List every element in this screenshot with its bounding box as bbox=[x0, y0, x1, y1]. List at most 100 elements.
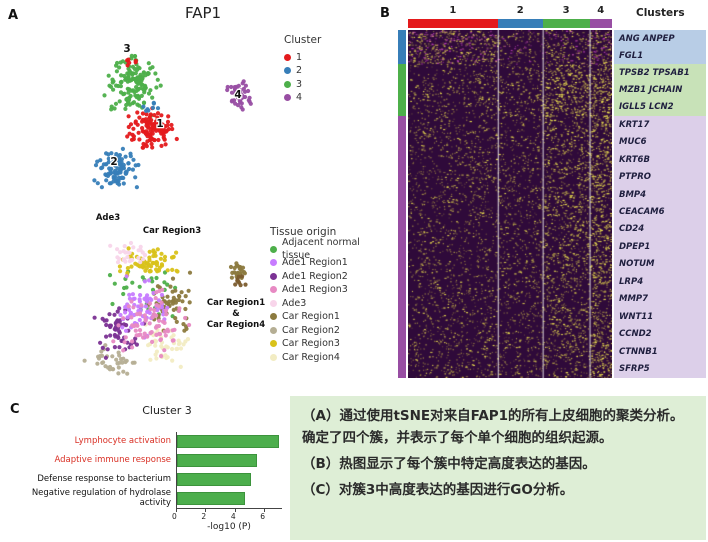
caption-paragraph: （C）对簇3中高度表达的基因进行GO分析。 bbox=[302, 481, 574, 498]
legend-item: Ade1 Region1 bbox=[270, 256, 376, 270]
tsne-point bbox=[108, 333, 113, 338]
panel-c-label: C bbox=[10, 402, 20, 417]
tsne-point bbox=[236, 95, 241, 100]
tsne-point bbox=[103, 162, 108, 167]
tsne-point bbox=[123, 171, 128, 176]
tsne-point bbox=[144, 112, 149, 117]
tsne-point bbox=[163, 333, 168, 338]
legend-item: Car Region3 bbox=[270, 337, 376, 351]
legend-color-dot bbox=[284, 80, 291, 88]
tsne-point bbox=[141, 87, 146, 92]
heatmap-row-group-strip bbox=[398, 30, 406, 378]
row-group-strip-segment bbox=[398, 64, 406, 116]
tsne-point bbox=[181, 322, 186, 327]
tsne-point bbox=[184, 326, 189, 331]
tsne-point bbox=[140, 76, 145, 81]
tsne-point bbox=[111, 179, 116, 184]
go-bar-row: Lymphocyte activation bbox=[4, 432, 290, 451]
tsne-point bbox=[153, 296, 158, 301]
tsne-point bbox=[166, 114, 171, 119]
gene-label: FGL1 bbox=[619, 50, 644, 61]
tsne-point bbox=[148, 357, 153, 362]
tsne-point bbox=[174, 250, 179, 255]
tsne-point bbox=[99, 166, 104, 171]
tsne-point bbox=[165, 294, 170, 299]
tsne-point bbox=[173, 316, 178, 321]
legend-color-dot bbox=[270, 272, 277, 280]
tsne-point bbox=[246, 98, 251, 103]
tsne-point bbox=[133, 175, 138, 180]
tsne-point bbox=[137, 312, 143, 317]
tsne-point bbox=[145, 139, 150, 144]
tsne-point bbox=[133, 336, 138, 341]
tsne-point bbox=[185, 337, 191, 342]
tsne-point bbox=[229, 84, 234, 90]
tsne-point bbox=[159, 121, 164, 126]
legend-color-dot bbox=[270, 313, 277, 321]
tsne-point bbox=[153, 71, 158, 76]
tsne-point bbox=[130, 257, 135, 263]
legend-color-dot bbox=[270, 299, 277, 307]
tsne-point bbox=[154, 332, 159, 337]
gene-label: MZB1 JCHAIN bbox=[619, 84, 683, 95]
tsne-point bbox=[230, 98, 235, 103]
tsne-point bbox=[152, 137, 157, 142]
tsne-point bbox=[117, 182, 122, 187]
legend-item-label: 1 bbox=[296, 51, 303, 63]
tsne-point bbox=[178, 346, 184, 351]
heatmap-cluster-color-segment bbox=[497, 19, 543, 28]
tsne-point bbox=[115, 255, 120, 260]
tsne-point bbox=[120, 175, 125, 180]
tsne-point bbox=[137, 137, 142, 142]
heatmap-cluster-number: 2 bbox=[516, 5, 524, 16]
gene-label: CCND2 bbox=[619, 329, 652, 340]
tsne-point bbox=[170, 301, 175, 306]
tsne-point bbox=[99, 349, 104, 354]
tsne-point bbox=[170, 289, 175, 294]
tsne-point bbox=[121, 257, 126, 262]
scatter-annotation: Car Region3 bbox=[143, 226, 201, 236]
tsne-point bbox=[117, 161, 122, 166]
tsne-point bbox=[107, 312, 112, 317]
tsne-point bbox=[187, 322, 192, 328]
tsne-point bbox=[121, 162, 126, 168]
legend-item: Ade3 bbox=[270, 297, 376, 311]
tsne-point bbox=[142, 331, 147, 336]
tsne-point bbox=[159, 143, 164, 148]
tsne-point bbox=[240, 81, 245, 86]
tsne-point bbox=[93, 163, 99, 168]
tsne-point bbox=[117, 264, 122, 269]
tsne-point bbox=[118, 312, 123, 318]
tsne-point bbox=[147, 255, 152, 260]
tsne-point bbox=[116, 350, 121, 355]
tsne-point bbox=[153, 339, 158, 344]
panel-a-label: A bbox=[8, 8, 19, 23]
tsne-point bbox=[108, 364, 113, 370]
tsne-point bbox=[150, 287, 156, 292]
tsne-point bbox=[230, 270, 235, 275]
tsne-point bbox=[146, 278, 152, 283]
tsne-point bbox=[125, 86, 130, 91]
tsne-point bbox=[235, 103, 241, 108]
gene-label: KRT17 bbox=[619, 119, 650, 130]
legend-item-label: Car Region1 bbox=[282, 311, 340, 322]
tsne-point bbox=[100, 345, 105, 350]
go-bar-track bbox=[176, 470, 282, 489]
x-axis-tick: 0 bbox=[172, 509, 177, 521]
tsne-point bbox=[104, 178, 109, 183]
x-axis-tick-label: 6 bbox=[260, 512, 266, 521]
tsne-point bbox=[131, 157, 136, 162]
tsne-point bbox=[242, 271, 247, 276]
tsne-point bbox=[146, 343, 151, 348]
tsne-point bbox=[98, 340, 103, 345]
tsne-point bbox=[140, 321, 145, 326]
tsne-point bbox=[119, 79, 124, 84]
tsne-point bbox=[158, 331, 163, 337]
tsne-point bbox=[145, 121, 150, 126]
tsne-point bbox=[117, 360, 122, 365]
